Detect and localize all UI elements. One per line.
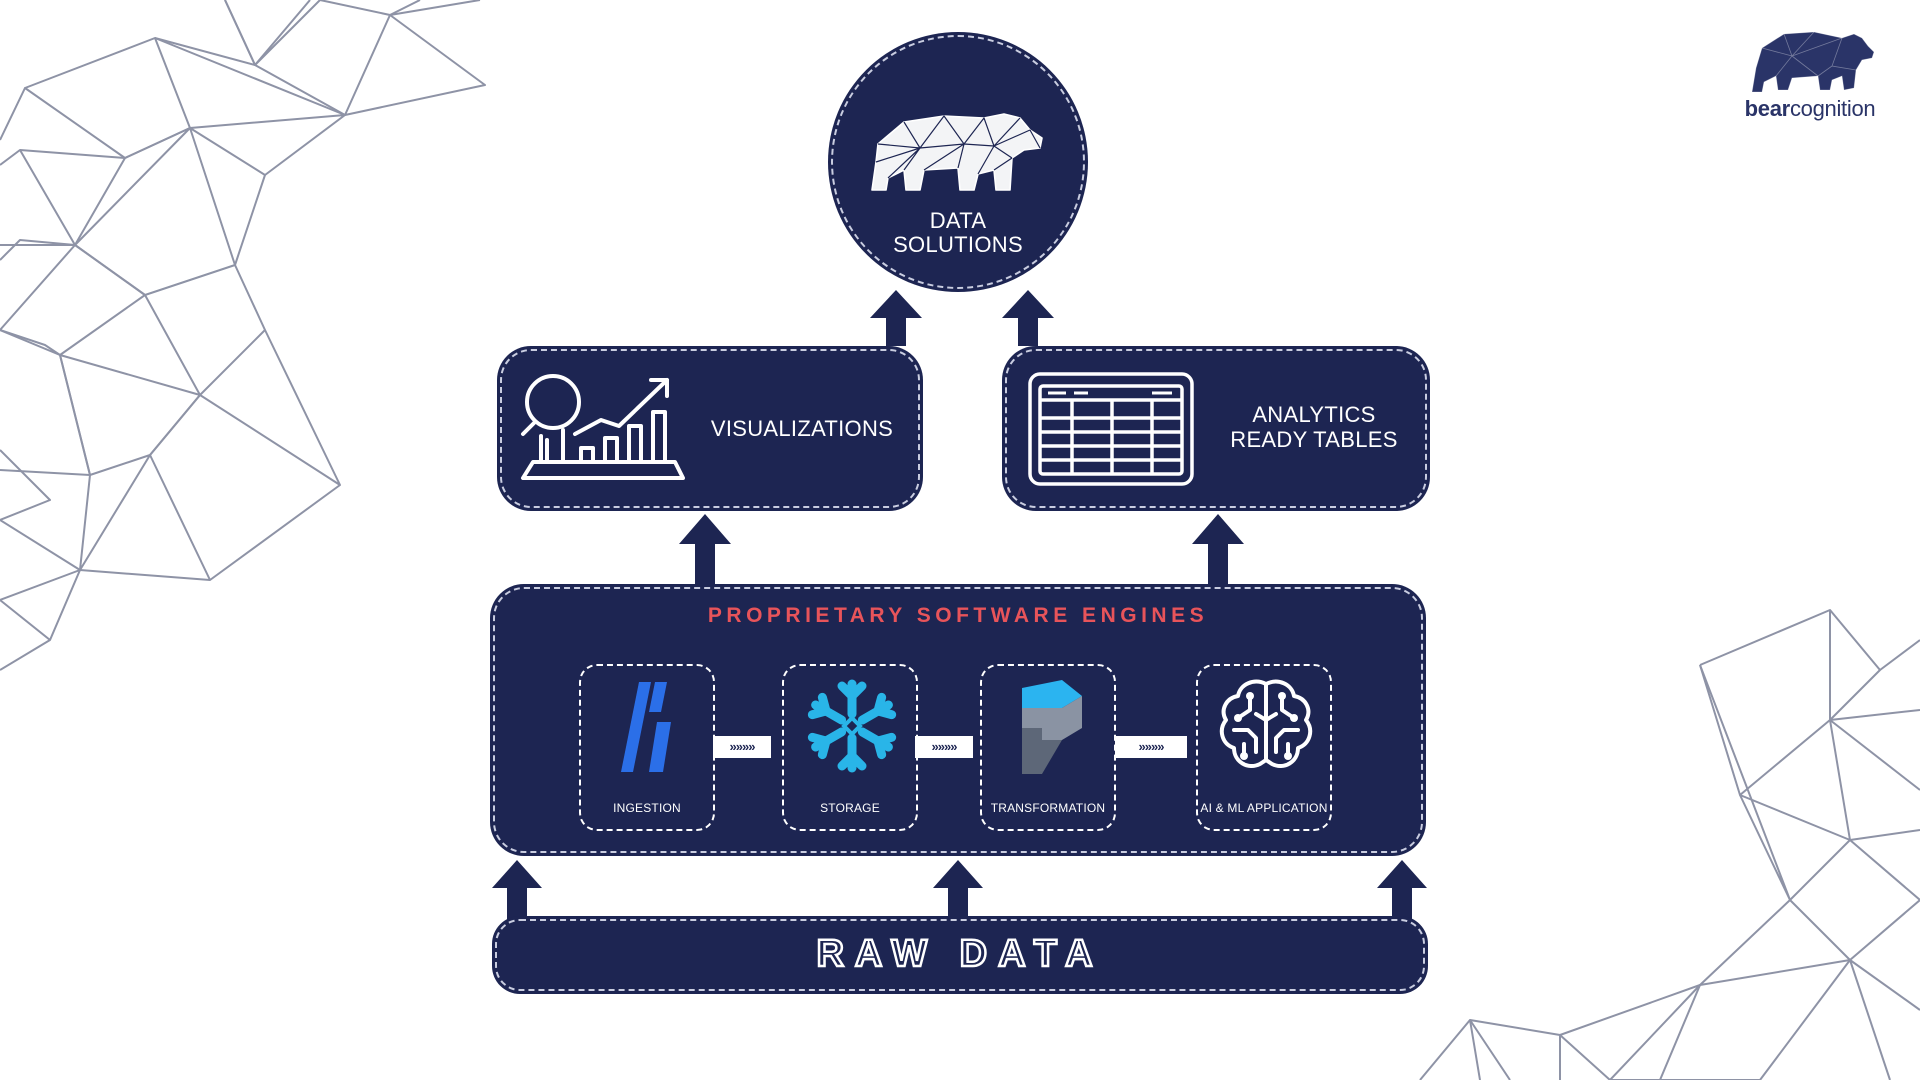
analytics-ready-tables-box: ANALYTICS READY TABLES <box>1002 346 1430 511</box>
brain-circuit-icon <box>1219 679 1313 768</box>
raw-data-label: RAW DATA <box>815 932 1103 977</box>
ingestion-logo-icon <box>621 682 671 772</box>
flow-connector: »»»» <box>1115 736 1187 758</box>
engine-transformation[interactable]: TRANSFORMATION <box>980 664 1116 831</box>
analytics-tables-line1: ANALYTICS <box>1252 402 1376 427</box>
arrow-up-icon <box>492 860 542 920</box>
flow-connector: »»»» <box>713 736 771 758</box>
engine-ingestion-label: INGESTION <box>613 801 681 815</box>
polygon-bear-icon <box>871 113 1043 191</box>
visualizations-box: VISUALIZATIONS <box>497 346 923 511</box>
arrow-up-icon <box>933 860 983 920</box>
arrow-up-icon <box>1002 290 1054 346</box>
arrow-up-icon <box>1192 514 1244 584</box>
engine-storage-label: STORAGE <box>820 801 880 815</box>
brand-wordmark: bearcognition <box>1730 96 1890 122</box>
data-solutions-line1: DATA <box>929 208 987 233</box>
engine-transformation-label: TRANSFORMATION <box>990 801 1106 815</box>
snowflake-icon <box>807 679 897 773</box>
engine-ai-ml-label: AI & ML APPLICATION <box>1200 801 1328 815</box>
raw-data-bar: RAW DATA <box>492 916 1428 994</box>
arrow-up-icon <box>870 290 922 346</box>
brand-name-bold: bear <box>1744 96 1791 121</box>
brand-logo[interactable]: bearcognition <box>1730 26 1890 126</box>
bear-icon <box>1751 31 1875 93</box>
flow-connector: »»»» <box>915 736 973 758</box>
analytics-chart-icon <box>521 374 685 480</box>
data-solutions-node: DATA SOLUTIONS <box>828 32 1088 292</box>
brand-name-light: cognition <box>1789 96 1876 121</box>
software-engines-box: PROPRIETARY SOFTWARE ENGINES »»»» »»»» »… <box>490 584 1426 856</box>
visualizations-label: VISUALIZATIONS <box>710 416 894 441</box>
arrow-up-icon <box>679 514 731 584</box>
software-engines-title: PROPRIETARY SOFTWARE ENGINES <box>707 604 1209 627</box>
data-solutions-line2: SOLUTIONS <box>893 232 1023 257</box>
engine-ai-ml[interactable]: AI & ML APPLICATION <box>1196 664 1332 831</box>
engine-storage[interactable]: STORAGE <box>782 664 918 831</box>
arrow-up-icon <box>1377 860 1427 920</box>
analytics-tables-line2: READY TABLES <box>1230 427 1398 452</box>
raw-data-text: RAW DATA <box>816 933 1103 975</box>
engine-ingestion[interactable]: INGESTION <box>579 664 715 831</box>
transformation-logo-icon <box>1022 680 1082 774</box>
table-icon <box>1028 372 1194 486</box>
